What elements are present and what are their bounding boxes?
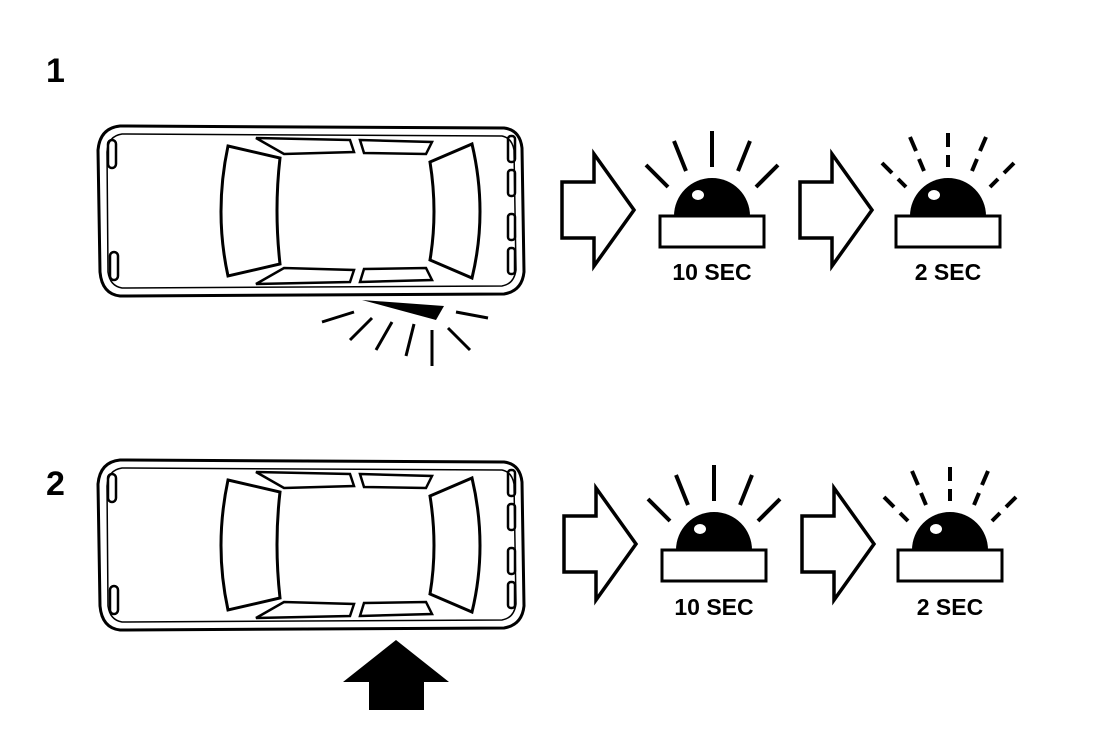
duration-label: 2 SEC xyxy=(917,594,983,620)
duration-label: 2 SEC xyxy=(915,259,981,285)
beacon-flashing-icon xyxy=(882,465,1018,583)
beacon-steady-icon xyxy=(646,463,782,583)
duration-label: 10 SEC xyxy=(674,594,753,620)
arrow-right-icon xyxy=(798,152,874,268)
beacon-flashing-icon xyxy=(880,131,1016,249)
open-door-icon xyxy=(321,300,489,366)
arrow-right-icon xyxy=(560,152,636,268)
impact-arrow-icon xyxy=(343,640,449,710)
car-top-view xyxy=(96,458,526,632)
arrow-right-icon xyxy=(800,486,876,602)
duration-label: 10 SEC xyxy=(672,259,751,285)
step-2: 2 10 SEC 2 SEC xyxy=(46,458,1018,710)
car-top-view xyxy=(96,124,526,298)
step-1: 1 10 SEC xyxy=(46,52,1016,366)
step-number: 1 xyxy=(46,52,65,90)
arrow-right-icon xyxy=(562,486,638,602)
step-number: 2 xyxy=(46,465,65,503)
beacon-steady-icon xyxy=(644,129,780,249)
